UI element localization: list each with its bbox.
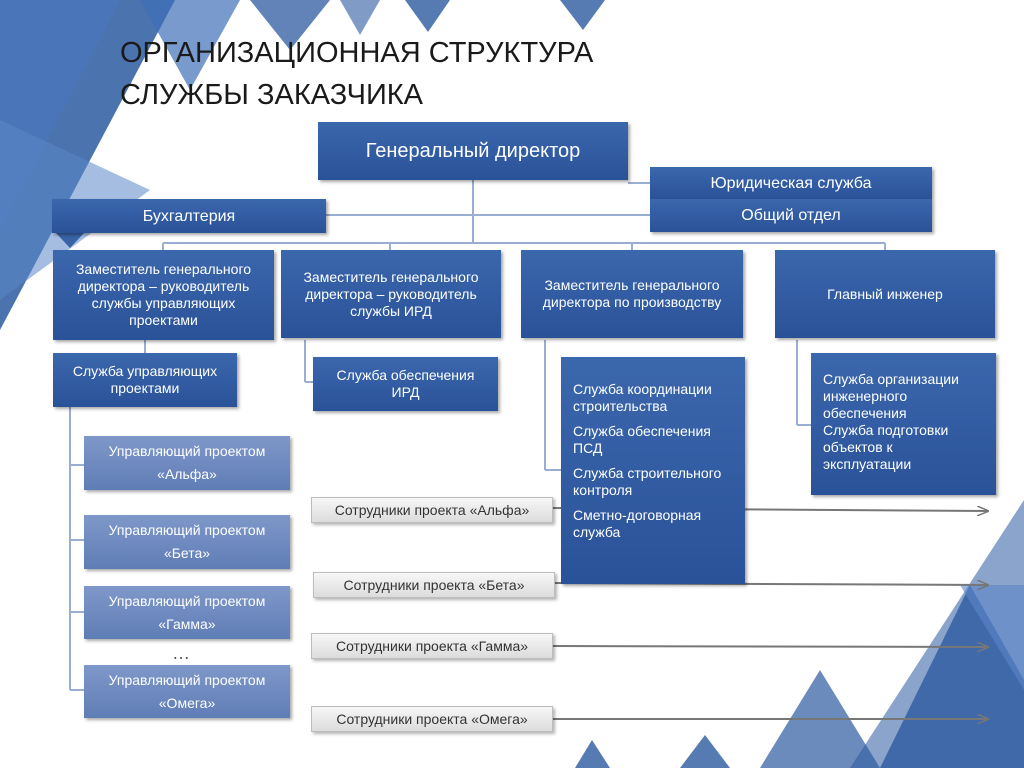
manager-line: Управляющий проектом (108, 592, 266, 609)
ceo-label: Генеральный директор (365, 139, 581, 162)
production-service-item: Служба обеспечения ПСД (573, 423, 711, 456)
deputy-line: директора по производству (542, 294, 722, 310)
legal-service-box: Юридическая служба (650, 167, 932, 199)
general-dept-label: Общий отдел (741, 207, 841, 224)
pm-service-line: Служба управляющих (72, 363, 218, 379)
production-services-box: Служба координации строительства Служба … (561, 357, 745, 584)
deputy-line: Заместитель генерального (303, 268, 479, 285)
chief-engineer-box: Главный инженер (775, 250, 995, 338)
ellipsis: … (172, 643, 190, 663)
accounting-box: Бухгалтерия (52, 199, 326, 233)
deputy-line: Заместитель генерального (75, 261, 252, 277)
manager-line: «Бета» (163, 545, 211, 561)
production-service-item: Сметно-договорная служба (573, 507, 702, 540)
manager-alpha-box: Управляющий проектом «Альфа» (84, 436, 290, 490)
staff-alpha-box: Сотрудники проекта «Альфа» (311, 497, 553, 523)
accounting-label: Бухгалтерия (142, 207, 236, 225)
chief-engineer-label: Главный инженер (827, 285, 943, 302)
production-service-item: Служба координации строительства (573, 381, 712, 414)
deputy-line: проектами (129, 312, 198, 328)
deputy-line: директора – руководитель (305, 285, 477, 302)
staff-gamma-box: Сотрудники проекта «Гамма» (311, 633, 553, 659)
manager-line: «Гамма» (158, 615, 216, 632)
deputy-pm-box: Заместитель генерального директора – рук… (53, 250, 274, 340)
manager-line: Управляющий проектом (108, 522, 266, 538)
staff-beta-box: Сотрудники проекта «Бета» (313, 572, 555, 598)
deputy-line: директора – руководитель (77, 278, 250, 294)
page-title: ОРГАНИЗАЦИОННАЯ СТРУКТУРА СЛУЖБЫ ЗАКАЗЧИ… (120, 32, 593, 116)
manager-line: Управляющий проектом (108, 671, 266, 688)
ceo-box: Генеральный директор (318, 122, 628, 180)
staff-omega-box: Сотрудники проекта «Омега» (311, 706, 553, 732)
pm-service-line: проектами (110, 380, 180, 396)
manager-line: «Альфа» (157, 466, 217, 482)
legal-service-label: Юридическая служба (710, 174, 872, 192)
ird-service-line: Служба обеспечения (336, 367, 475, 383)
deputy-line: службы управляющих (91, 295, 236, 311)
ird-service-line: ИРД (391, 384, 420, 400)
engineering-service-item: Служба организации инженерного обеспечен… (823, 371, 959, 421)
manager-beta-box: Управляющий проектом «Бета» (84, 515, 290, 569)
manager-omega-box: Управляющий проектом «Омега» (84, 665, 290, 718)
engineering-services-box: Служба организации инженерного обеспечен… (811, 353, 996, 495)
ird-service-box: Служба обеспечения ИРД (313, 357, 498, 411)
pm-service-box: Служба управляющих проектами (53, 353, 237, 407)
manager-gamma-box: Управляющий проектом «Гамма» (84, 586, 290, 639)
general-dept-box: Общий отдел (650, 199, 932, 232)
deputy-production-box: Заместитель генерального директора по пр… (521, 250, 743, 338)
deputy-line: службы ИРД (350, 302, 432, 319)
production-service-item: Служба строительного контроля (573, 465, 722, 498)
manager-line: «Омега» (158, 694, 216, 711)
engineering-service-item: Служба подготовки объектов к эксплуатаци… (823, 422, 949, 472)
manager-line: Управляющий проектом (108, 443, 266, 459)
title-line-1: ОРГАНИЗАЦИОННАЯ СТРУКТУРА (120, 37, 594, 69)
title-line-2: СЛУЖБЫ ЗАКАЗЧИКА (120, 79, 424, 111)
deputy-line: Заместитель генерального (544, 277, 720, 293)
deputy-ird-box: Заместитель генерального директора – рук… (281, 250, 501, 338)
